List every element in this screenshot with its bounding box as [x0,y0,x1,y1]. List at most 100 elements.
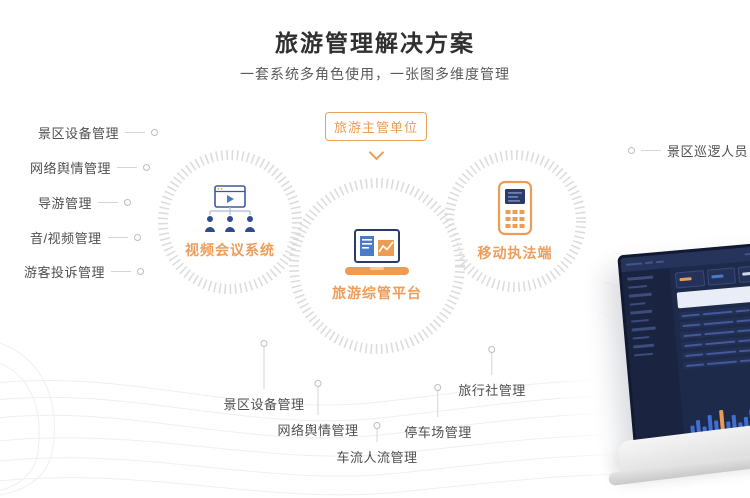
topbar-text-bar [625,262,643,267]
stat-chip [706,267,737,286]
connector-dot [151,129,159,136]
topbar-text-bar [744,252,750,256]
table-cell-bar [683,333,702,337]
bottom-label: 停车场管理 [404,425,472,440]
connector-dot [488,346,496,353]
mobile-enforcement-icon [497,180,533,235]
connector-dot [133,234,141,241]
page-title: 旅游管理解决方案 [275,30,475,56]
bottom-label: 车流人流管理 [336,450,418,465]
dashboard-light-panel [676,284,750,309]
table-cell-bar [738,338,750,342]
connector-dot [143,164,151,171]
sidebar-menu-bar [630,309,653,315]
laptop-mockup [608,241,750,498]
bottom-label: 旅行社管理 [458,383,526,398]
table-cell-bar [703,320,734,325]
bottom-label-col: 网络舆情管理 [277,380,358,439]
table-cell-bar [736,318,750,322]
table-cell-bar [685,352,704,357]
connector-dot [628,147,635,154]
table-cell-bar [702,310,733,315]
connector-line [111,271,132,272]
hatched-ring [289,178,465,354]
left-label: 音/视频管理 [30,231,102,246]
node-video-conference: 视频会议系统 [156,148,304,296]
sidebar-menu-bar [627,284,648,289]
connector-line [376,429,378,442]
bottom-label-col: 车流人流管理 [336,422,417,466]
connector-dot [314,380,322,387]
node-platform: 旅游综管平台 [287,176,467,356]
laptop-dashboard-icon [345,229,409,275]
sidebar-menu-bar [632,335,650,340]
sidebar-menu-bar [628,292,652,298]
left-label-row: 导游管理 [38,193,132,212]
left-label-row: 音/视频管理 [30,228,141,247]
stat-chip [738,264,750,283]
hatched-ring [158,150,302,294]
bottom-label-col: 旅行社管理 [458,346,526,399]
table-cell-bar [706,360,737,365]
node-mobile-enforcement: 移动执法端 [442,148,588,294]
sidebar-menu-bar [633,352,654,357]
connector-line [437,391,439,417]
table-cell-bar [704,330,735,335]
connector-line [317,387,319,415]
table-cell-bar [735,308,750,312]
node-label-mobile-enforcement: 移动执法端 [477,244,553,261]
left-label-row: 景区设备管理 [38,123,159,142]
left-label-row: 游客投诉管理 [24,262,145,281]
connector-line [117,167,138,168]
node-label-platform: 旅游综管平台 [332,285,422,301]
table-cell-bar [737,328,750,332]
connector-dot [434,384,442,391]
sidebar-menu-bar [629,301,646,306]
sidebar-menu-bar [627,275,654,281]
dashboard-main [670,259,750,440]
table-cell-bar [681,313,700,317]
dashboard-table [678,304,750,401]
connector-line [98,202,119,203]
left-label: 游客投诉管理 [24,265,106,280]
table-cell-bar [706,350,737,355]
sidebar-menu-bar [633,343,655,348]
connector-dot [260,340,268,347]
right-label: 景区巡逻人员 [667,144,749,159]
connector-line [491,353,493,375]
table-cell-bar [682,323,701,327]
bottom-label-col: 停车场管理 [404,384,472,441]
authority-box: 旅游主管单位 [325,112,427,141]
bottom-label: 景区设备管理 [223,397,305,412]
connector-line [263,347,265,389]
page-subtitle: 一套系统多角色使用，一张图多维度管理 [240,66,510,82]
bottom-label-col: 景区设备管理 [223,340,304,413]
dashboard-body [621,259,750,445]
table-cell-bar [739,358,750,362]
dashboard-stat-row [674,264,750,289]
video-conference-icon [205,184,255,232]
stat-chip [674,270,705,289]
topbar-text-bar [644,261,654,265]
dashboard-screen [617,241,750,451]
left-label: 景区设备管理 [38,126,120,141]
connector-line [125,132,146,133]
table-cell-bar [705,340,736,345]
topbar-text-bar [655,260,665,264]
table-cell-bar [685,362,705,367]
connector-dot [137,268,145,275]
connector-line [107,237,128,238]
left-label: 导游管理 [38,196,93,211]
sidebar-menu-bar [631,326,656,332]
table-cell-bar [738,348,750,352]
bottom-label: 网络舆情管理 [277,423,359,438]
left-label-row: 网络舆情管理 [30,158,151,177]
left-label: 网络舆情管理 [30,161,112,176]
node-label-video-conference: 视频会议系统 [185,241,275,258]
sidebar-menu-bar [630,318,650,323]
connector-dot [373,422,381,429]
right-label-row: 景区巡逻人员 [628,141,748,160]
connector-line [641,150,661,151]
connector-dot [124,199,132,206]
